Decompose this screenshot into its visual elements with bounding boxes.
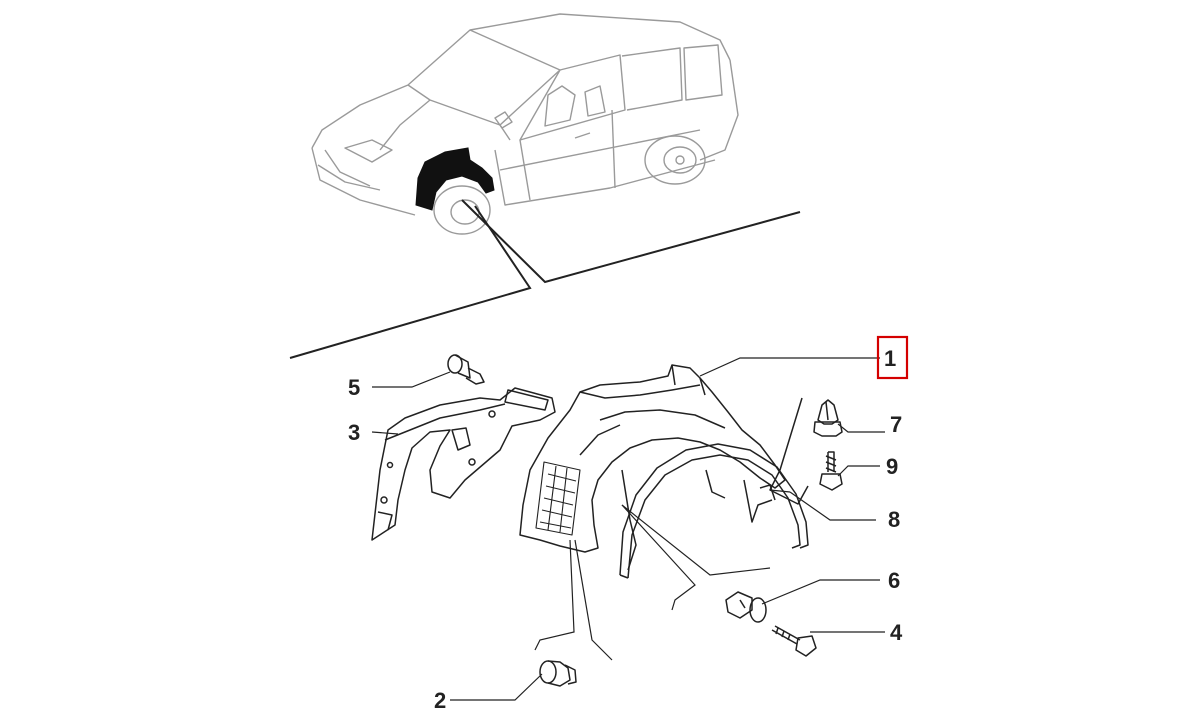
wheel-arch-liner-location — [415, 147, 495, 211]
car-illustration — [311, 13, 739, 235]
callout-9[interactable]: 9 — [886, 454, 898, 479]
callout-5[interactable]: 5 — [348, 375, 360, 400]
callout-1-highlight-box — [876, 335, 909, 380]
vent-grille — [535, 461, 581, 536]
part-2-push-clip — [539, 660, 577, 687]
callout-1[interactable]: 1 — [884, 346, 896, 371]
part-8-trim-strip — [619, 443, 809, 579]
part-1-wheel-arch-liner — [519, 364, 786, 571]
part-3-bracket — [371, 387, 556, 541]
part-9-screw — [819, 451, 843, 491]
callout-4[interactable]: 4 — [890, 620, 903, 645]
part-4-screw — [771, 625, 817, 657]
part-5-screw — [447, 354, 485, 385]
leader-lines — [371, 357, 885, 701]
callout-labels: 1 2 3 4 5 6 7 8 9 — [348, 346, 903, 713]
callout-2[interactable]: 2 — [434, 688, 446, 713]
callout-8[interactable]: 8 — [888, 507, 900, 532]
zoom-pointer-lines — [289, 199, 801, 359]
part-7-clip — [813, 399, 843, 437]
callout-7[interactable]: 7 — [890, 412, 902, 437]
callout-3[interactable]: 3 — [348, 420, 360, 445]
callout-6[interactable]: 6 — [888, 568, 900, 593]
part-6-rivet — [725, 591, 767, 623]
